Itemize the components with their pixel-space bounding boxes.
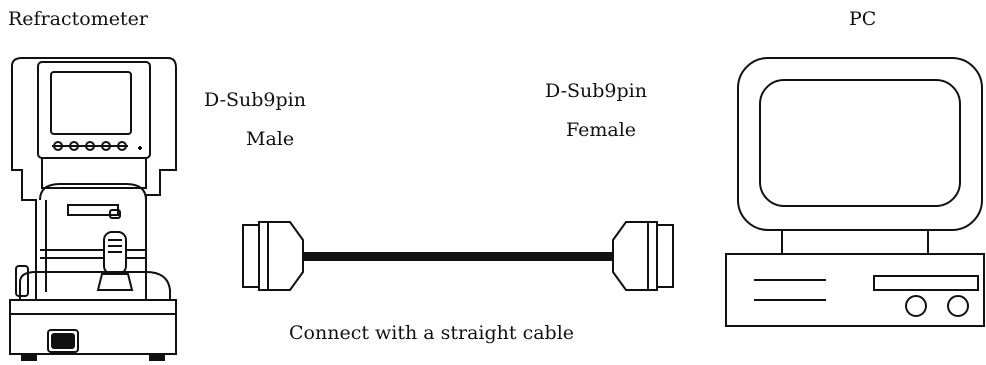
desktop-unit [725,253,985,327]
refractometer-illustration [9,57,177,361]
male-connector-gender-label: Male [246,128,295,150]
cable-line [303,252,613,261]
female-connector-gender-label: Female [566,119,637,141]
pc-illustration [725,57,985,327]
monitor-screen [759,79,961,207]
straight-cable [242,221,674,291]
male-connector-type-label: D-Sub9pin [204,89,306,111]
female-connector-type-label: D-Sub9pin [545,80,647,102]
male-connector [242,221,304,291]
refractometer-label: Refractometer [8,8,148,30]
pc-label: PC [849,8,877,30]
female-connector [612,221,674,291]
cable-caption: Connect with a straight cable [289,322,575,344]
